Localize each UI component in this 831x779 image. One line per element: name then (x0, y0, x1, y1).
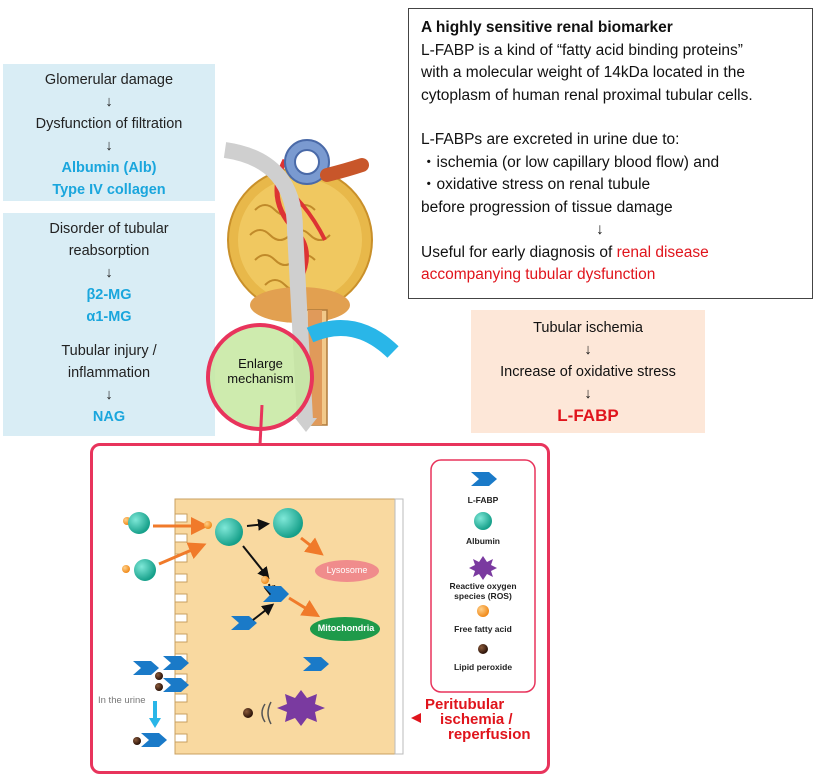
marker-b2mg: β2-MG (86, 287, 132, 303)
glomerular-arrow2: ↓ (105, 138, 113, 154)
mitochondria-label: Mitochondria (317, 623, 375, 633)
tubular-arrow1: ↓ (105, 265, 113, 281)
info-p3: Useful for early diagnosis of renal dise… (421, 242, 800, 265)
peritubular-line2: ischemia / (440, 711, 513, 728)
marker-nag: NAG (92, 409, 126, 425)
info-p3-red1: renal disease (616, 243, 709, 261)
enlarge-label: Enlarge mechanism (213, 356, 308, 386)
legend-albumin: Albumin (466, 536, 500, 546)
nephron-illustration (223, 139, 399, 432)
glomerular-line2: Dysfunction of filtration (35, 116, 183, 132)
mechanism-diagram (122, 459, 536, 755)
glomerular-arrow1: ↓ (105, 94, 113, 110)
tubular-arrow2: ↓ (105, 387, 113, 403)
callout-connector (258, 405, 264, 446)
lysosome-label: Lysosome (326, 565, 368, 575)
info-p3a: Useful for early diagnosis of (421, 243, 617, 261)
peritubular-line1: Peritubular (425, 696, 505, 713)
info-box: A highly sensitive renal biomarker L-FAB… (408, 8, 813, 299)
tubular-line4: inflammation (67, 365, 151, 381)
ischemia-line2: Increase of oxidative stress (500, 364, 676, 380)
peritubular-line3: reperfusion (448, 726, 531, 743)
info-p3-red2: accompanying tubular dysfunction (421, 266, 656, 283)
urine-label: In the urine (98, 695, 146, 706)
legend-lfabp: L-FABP (467, 495, 499, 505)
legend-lipid: Lipid peroxide (453, 662, 513, 672)
info-p2a: L-FABPs are excreted in urine due to: (421, 131, 680, 148)
info-arrow: ↓ (596, 221, 604, 238)
legend-ffa: Free fatty acid (454, 624, 512, 634)
ischemia-line1: Tubular ischemia (533, 320, 643, 336)
info-p1a: L-FABP is a kind of “fatty acid binding … (421, 41, 743, 59)
glomerular-box: Glomerular damage ↓ Dysfunction of filtr… (3, 64, 215, 201)
legend-ros-line1: Reactive oxygen (449, 581, 517, 591)
enlarge-line1: Enlarge (238, 356, 283, 371)
tubular-line3: Tubular injury / (61, 343, 157, 359)
info-p2d: before progression of tissue damage (421, 198, 673, 216)
enlarge-line2: mechanism (227, 371, 294, 386)
info-p1c: cytoplasm of human renal proximal tubula… (421, 86, 753, 104)
marker-collagen: Type IV collagen (52, 182, 166, 198)
ischemia-arrow2: ↓ (584, 386, 592, 402)
info-p2c: ・oxidative stress on renal tubule (421, 176, 651, 193)
ischemia-arrow1: ↓ (584, 342, 592, 358)
ischemia-result: L-FABP (557, 406, 619, 425)
info-p1b: with a molecular weight of 14kDa located… (421, 64, 745, 81)
info-p2b: ・ischemia (or low capillary blood flow) … (421, 153, 720, 171)
info-title: A highly sensitive renal biomarker (421, 19, 673, 36)
legend-ros-line2: species (ROS) (454, 591, 512, 601)
marker-albumin: Albumin (Alb) (61, 160, 157, 176)
legend-ros: Reactive oxygen species (ROS) (433, 581, 533, 601)
tubular-line2: reabsorption (68, 243, 150, 259)
tubular-box: Disorder of tubular reabsorption ↓ β2-MG… (3, 213, 215, 436)
marker-a1mg: α1-MG (86, 309, 132, 325)
ischemia-box: Tubular ischemia ↓ Increase of oxidative… (471, 310, 705, 433)
peritubular-label: Peritubular ischemia / reperfusion (425, 697, 531, 742)
glomerular-line1: Glomerular damage (44, 72, 174, 88)
tubular-line1: Disorder of tubular (49, 221, 169, 237)
